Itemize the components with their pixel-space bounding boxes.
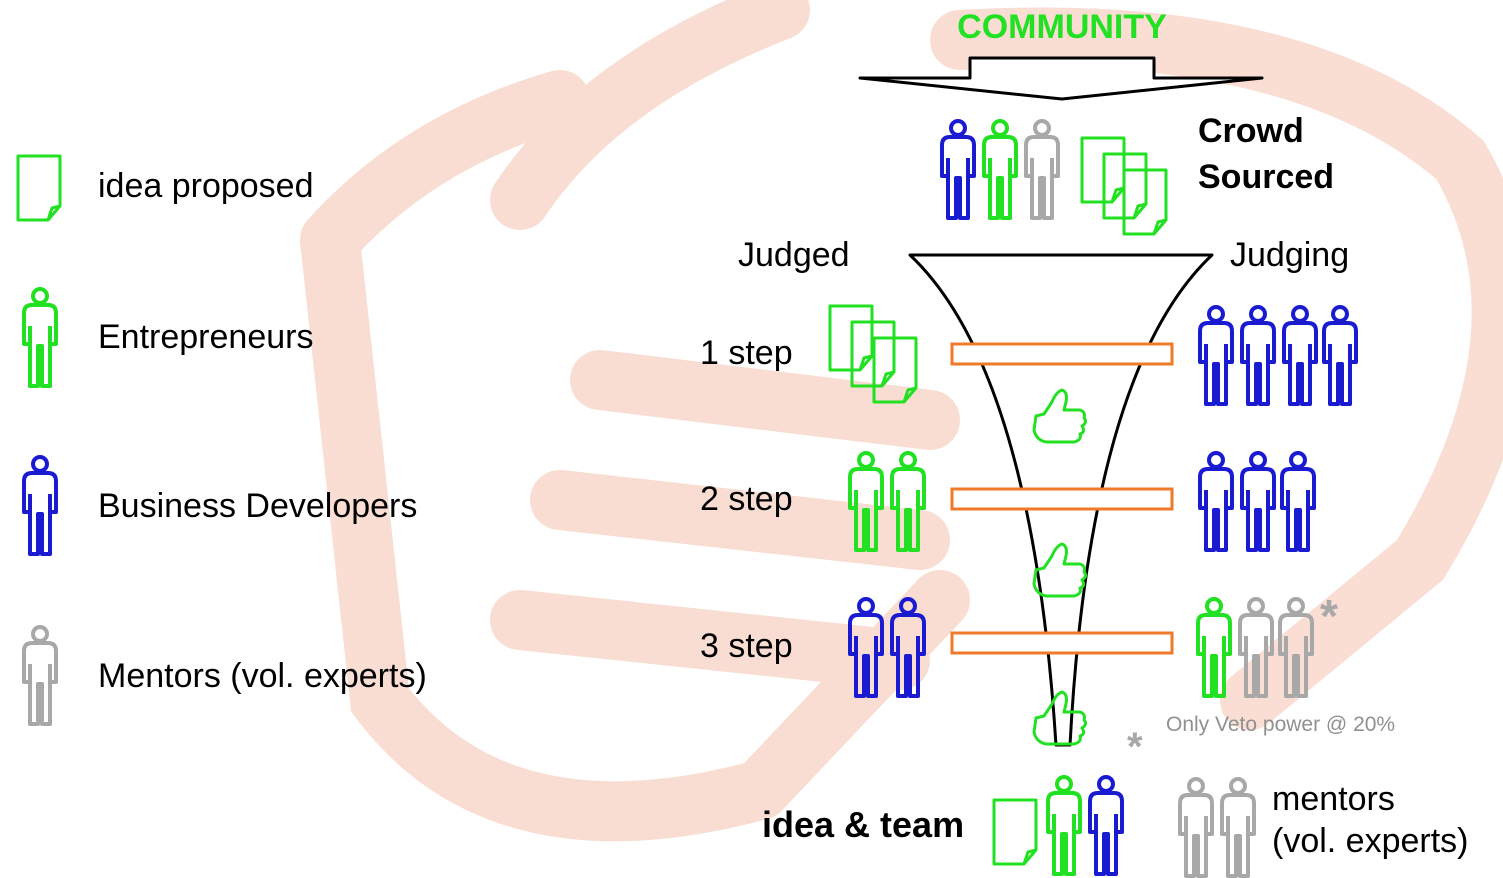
business-developer-figure-icon [22, 455, 58, 556]
crowd-label-line2: Sourced [1198, 158, 1334, 196]
step-1-filter-bar [950, 342, 1174, 366]
thumbs-up-icon [1032, 542, 1088, 598]
crowd-group [940, 119, 1168, 236]
step-3-label: 3 step [700, 627, 793, 665]
step-1-label: 1 step [700, 334, 793, 372]
business-developer-figure-icon [1282, 305, 1318, 406]
entrepreneur-figure-icon [890, 451, 926, 552]
idea-document-icon [992, 798, 1038, 866]
judged-header: Judged [738, 236, 850, 274]
step-2-label: 2 step [700, 480, 793, 518]
veto-asterisk: * [1320, 590, 1338, 642]
result-mentors-line1: mentors [1272, 780, 1395, 818]
business-developer-figure-icon [1198, 451, 1234, 552]
legend-label-business-developers: Business Developers [98, 487, 417, 525]
step-3-filter-bar [950, 631, 1174, 655]
thumbs-up-icon [1032, 388, 1088, 444]
mentor-figure-icon [1238, 597, 1274, 698]
community-title: COMMUNITY [957, 8, 1167, 46]
legend: idea proposed Entrepreneurs Business Dev… [16, 154, 427, 726]
legend-label-mentors: Mentors (vol. experts) [98, 657, 427, 695]
veto-note-asterisk: * [1127, 725, 1143, 769]
mentor-figure-icon [1178, 777, 1214, 878]
mentor-figure-icon [22, 625, 58, 726]
legend-label-idea: idea proposed [98, 167, 314, 205]
step-2-filter-bar [950, 487, 1174, 511]
business-developer-figure-icon [940, 119, 976, 220]
mentor-figure-icon [1220, 777, 1256, 878]
entrepreneur-figure-icon [848, 451, 884, 552]
legend-label-entrepreneurs: Entrepreneurs [98, 318, 313, 356]
veto-note: Only Veto power @ 20% [1166, 713, 1395, 736]
idea-document-icon [16, 154, 62, 222]
business-developer-figure-icon [1322, 305, 1358, 406]
result-label: idea & team [762, 804, 964, 845]
entrepreneur-figure-icon [22, 287, 58, 388]
business-developer-figure-icon [1240, 451, 1276, 552]
crowd-label-line1: Crowd [1198, 112, 1304, 150]
lightbulb-watermark [300, 0, 1503, 842]
community-arrow-icon [858, 56, 1264, 101]
thumbs-up-icon [1032, 690, 1088, 746]
business-developer-figure-icon [1240, 305, 1276, 406]
judging-header: Judging [1230, 236, 1349, 274]
business-developer-figure-icon [1088, 775, 1124, 876]
result-mentors-line2: (vol. experts) [1272, 822, 1469, 860]
entrepreneur-figure-icon [1046, 775, 1082, 876]
mentor-figure-icon [1024, 119, 1060, 220]
entrepreneur-figure-icon [982, 119, 1018, 220]
entrepreneur-figure-icon [1196, 597, 1232, 698]
business-developer-figure-icon [1280, 451, 1316, 552]
business-developer-figure-icon [1198, 305, 1234, 406]
